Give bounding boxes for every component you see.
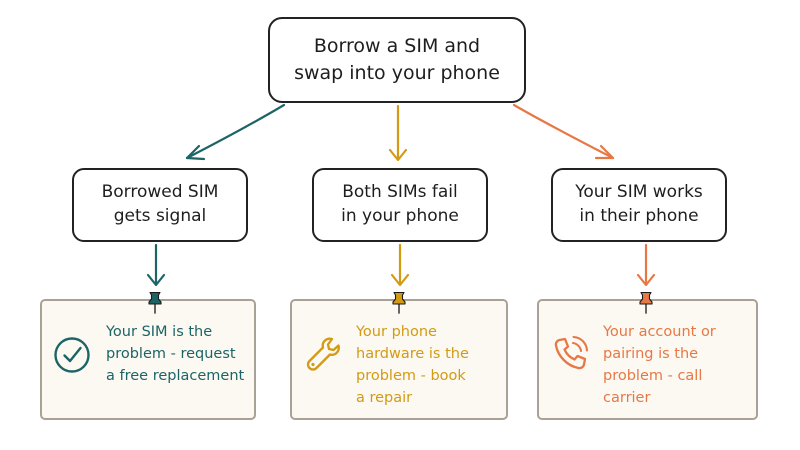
outcome-text: Your SIM is the problem - request a free… — [106, 324, 245, 385]
arrow-root-to-branch-3 — [512, 103, 615, 160]
branch-node-borrowed-sim: Borrowed SIM gets signal — [72, 168, 248, 242]
outcome-text: Your account or pairing is the problem -… — [603, 324, 716, 407]
wrench-icon — [306, 337, 340, 371]
branch-node-label: Your SIM works in their phone — [575, 182, 703, 226]
outcome-text: Your phone hardware is the problem - boo… — [356, 324, 469, 407]
outcome-card-hardware-problem: Your phone hardware is the problem - boo… — [290, 299, 508, 420]
arrow-root-to-branch-2 — [388, 104, 408, 162]
branch-node-your-sim-works: Your SIM works in their phone — [551, 168, 727, 242]
arrow-root-to-branch-1 — [185, 103, 286, 161]
arrow-branch-1-to-outcome-1 — [146, 243, 166, 287]
pushpin-icon — [148, 291, 162, 314]
pushpin-icon — [392, 291, 406, 314]
arrow-branch-3-to-outcome-3 — [636, 243, 656, 287]
outcome-card-account-problem: Your account or pairing is the problem -… — [537, 299, 758, 420]
check-circle-icon — [54, 337, 90, 373]
root-node-label: Borrow a SIM and swap into your phone — [294, 35, 500, 84]
branch-node-label: Both SIMs fail in your phone — [341, 182, 459, 226]
branch-node-both-fail: Both SIMs fail in your phone — [312, 168, 488, 242]
arrow-branch-2-to-outcome-2 — [390, 243, 410, 287]
root-node: Borrow a SIM and swap into your phone — [268, 17, 526, 103]
branch-node-label: Borrowed SIM gets signal — [101, 182, 219, 226]
pushpin-icon — [639, 291, 653, 314]
phone-ringing-icon — [554, 335, 589, 370]
outcome-card-sim-problem: Your SIM is the problem - request a free… — [40, 299, 256, 420]
